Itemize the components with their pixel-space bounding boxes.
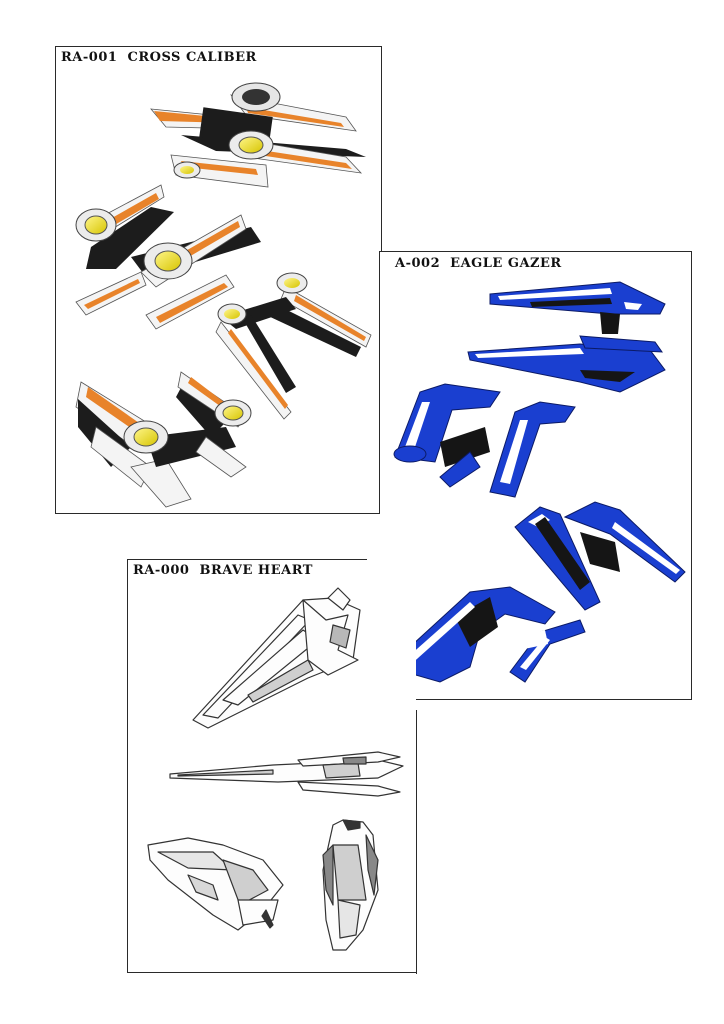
brave-heart-view-1 — [192, 587, 361, 729]
panel-cross-caliber: RA-001 CROSS CALIBER — [55, 46, 382, 514]
cross-caliber-view-1 — [150, 82, 366, 188]
panel-eagle-gazer: A-002 EAGLE GAZER — [379, 251, 692, 701]
eagle-gazer-view-4 — [387, 586, 586, 683]
panel-border — [127, 559, 367, 560]
panel-brave-heart: RA-000 BRAVE HEART — [127, 559, 417, 974]
panel-title-cross-caliber: RA-001 CROSS CALIBER — [61, 50, 257, 65]
brave-heart-illustration — [147, 587, 404, 951]
eagle-gazer-view-3 — [514, 501, 686, 611]
cross-caliber-illustration — [75, 82, 372, 508]
eagle-gazer-view-1 — [467, 281, 666, 393]
panel-border — [416, 710, 417, 974]
panel-title-brave-heart: RA-000 BRAVE HEART — [133, 563, 313, 578]
brave-heart-view-3 — [147, 837, 284, 931]
cross-caliber-view-2 — [75, 184, 261, 330]
brave-heart-view-4 — [322, 819, 379, 951]
cross-caliber-view-3 — [215, 272, 372, 420]
panel-border — [379, 251, 380, 513]
brave-heart-view-2 — [169, 751, 404, 797]
cross-caliber-view-4 — [75, 371, 252, 508]
eagle-gazer-view-2 — [393, 383, 576, 498]
panel-title-eagle-gazer: A-002 EAGLE GAZER — [395, 256, 562, 271]
eagle-gazer-illustration — [387, 281, 686, 683]
